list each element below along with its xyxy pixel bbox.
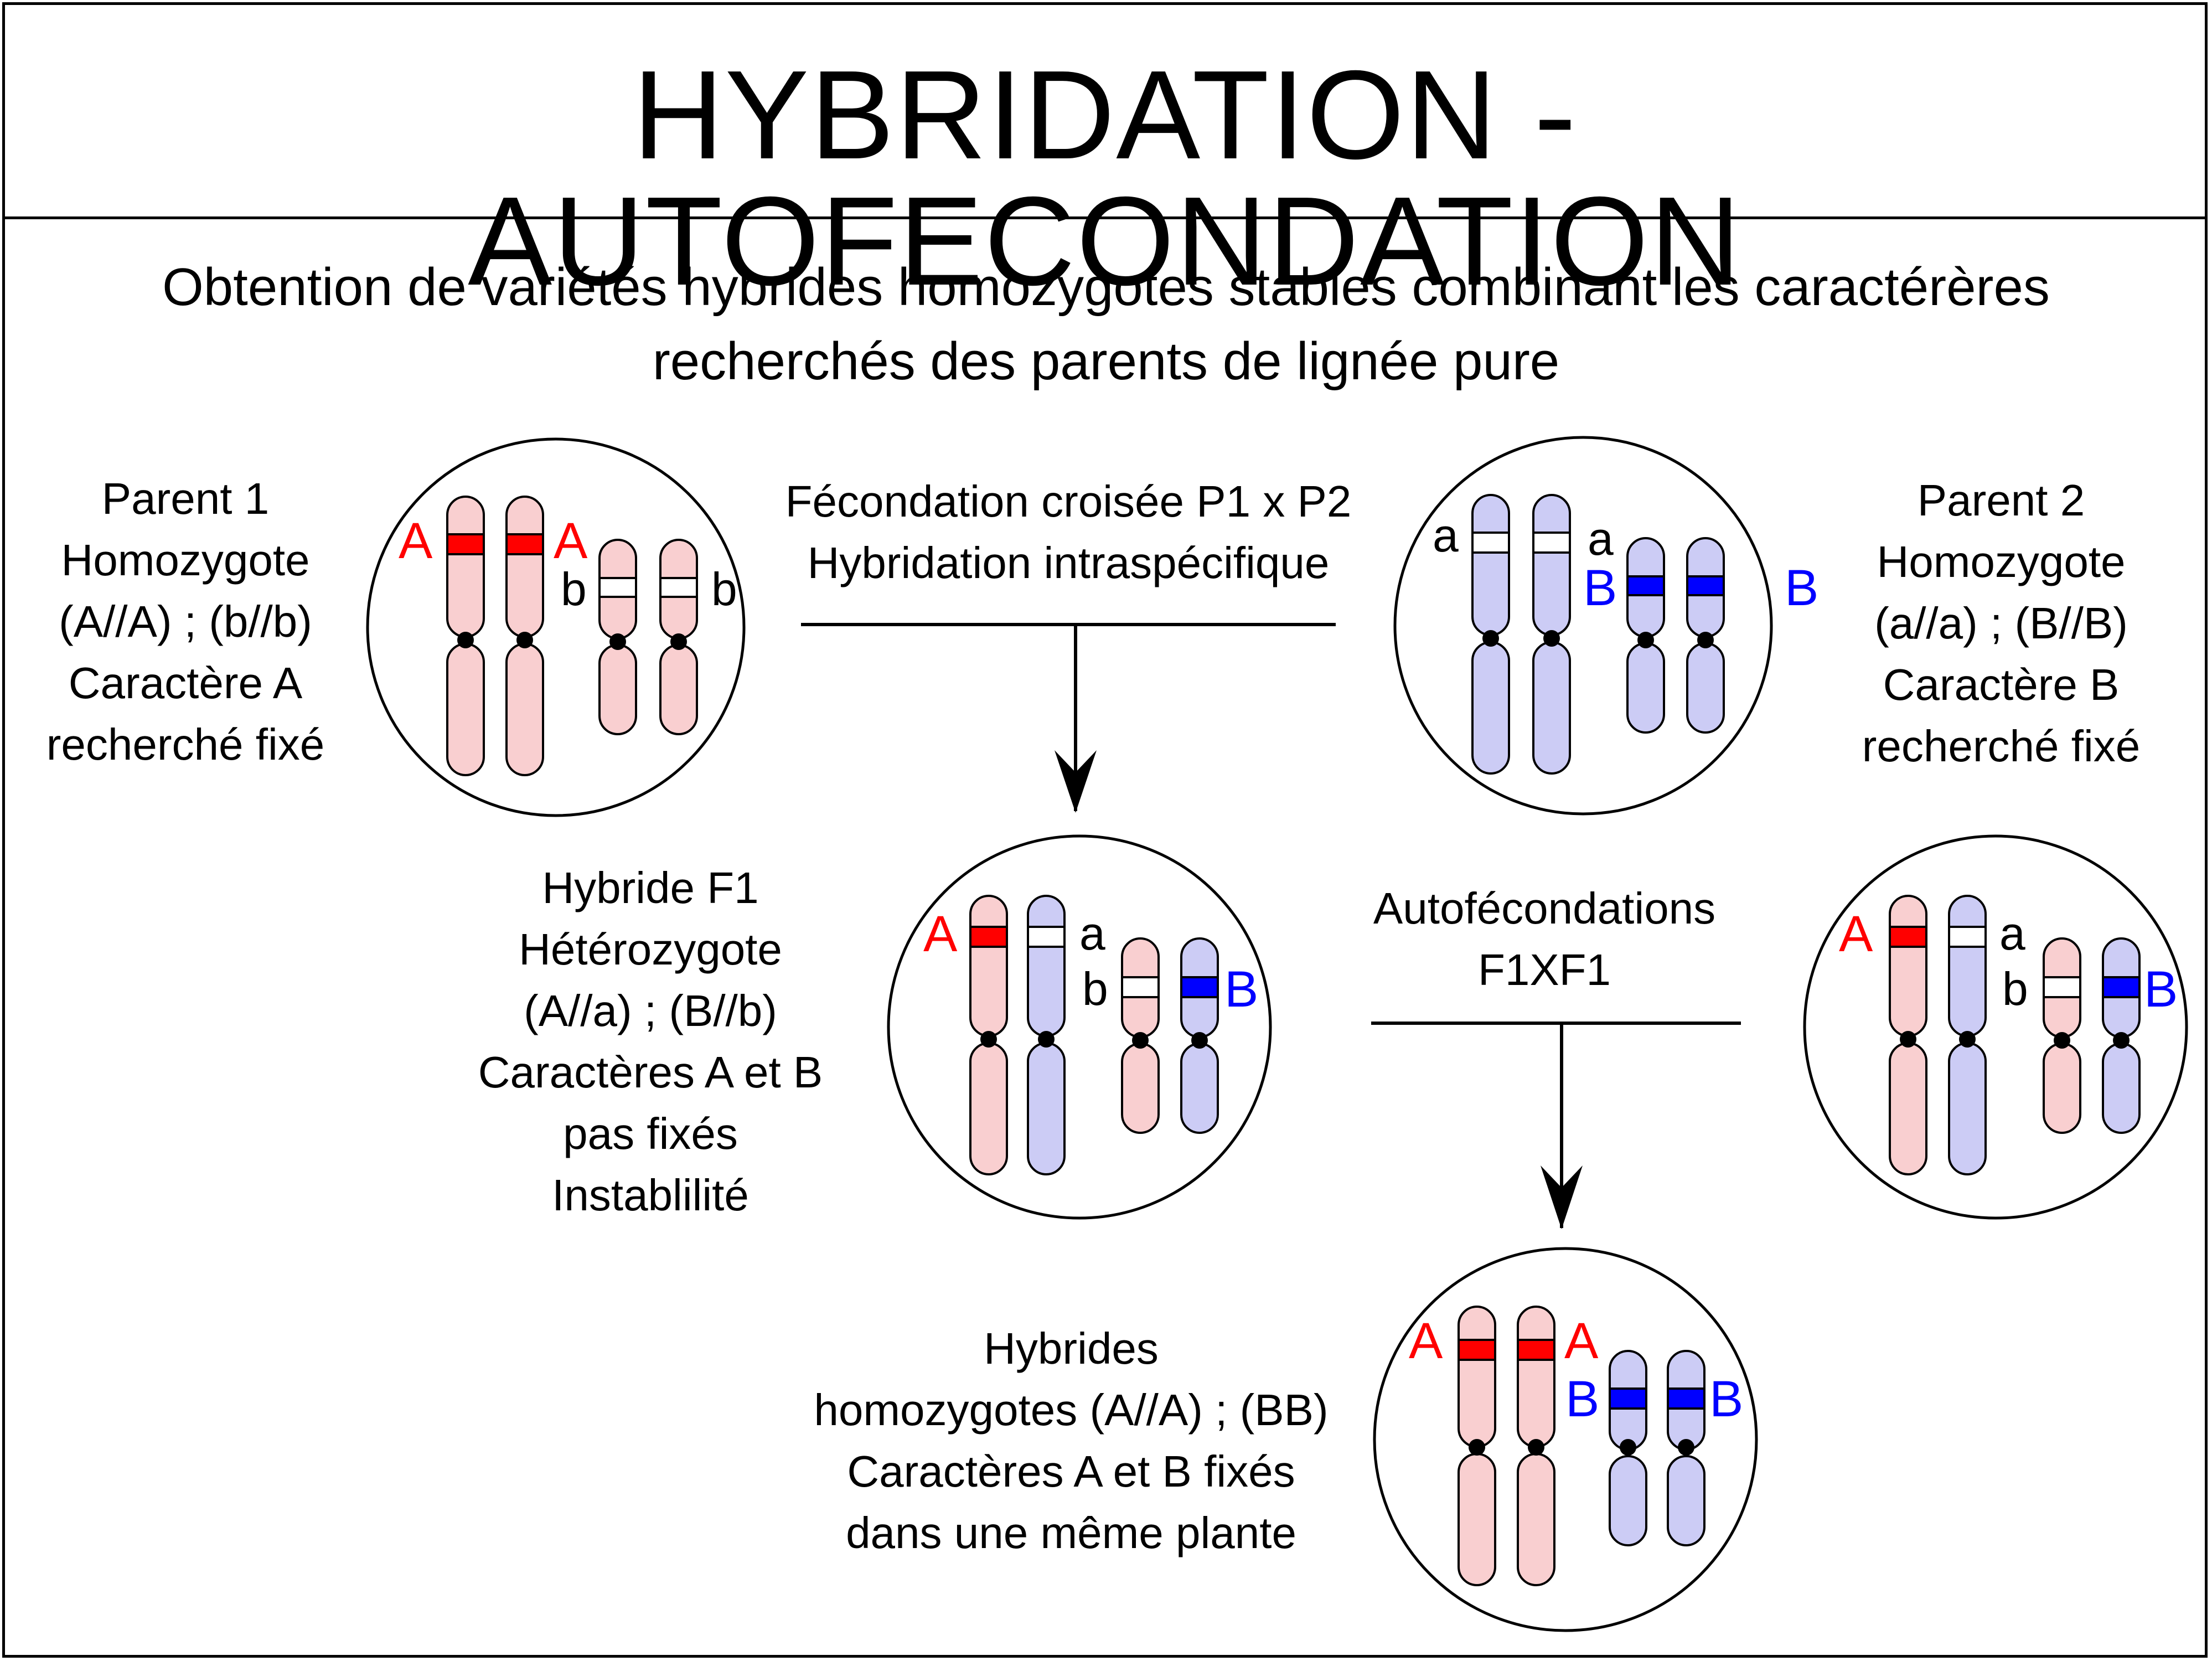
parent1-chromosome-2 (505, 496, 544, 776)
f1-copy-cell: A a b B (1803, 834, 2188, 1220)
hybrid-homozygous-allele-4: B (1709, 1371, 1743, 1427)
subtitle: Obtention de variétés hybrides homozygot… (44, 250, 2168, 399)
hybrid-f1-cell: A a b B (887, 834, 1272, 1220)
parent2-line-4: Caractère B (1883, 660, 2120, 709)
f1-copy-chromosome-3 (2043, 937, 2081, 1134)
hybrid-f1-line-3: (A//a) ; (B//b) (524, 986, 777, 1035)
parent1-label: Parent 1 Homozygote (A//A) ; (b//b) Cara… (17, 468, 354, 775)
cross-line-2: Hybridation intraspécifique (807, 538, 1330, 587)
parent2-chromosome-2 (1532, 494, 1571, 775)
hybrid-homozygous-chromosome-4 (1667, 1350, 1705, 1546)
hybrid-f1-line-6: Instablilité (552, 1170, 749, 1220)
parent2-chromosome-4 (1686, 537, 1725, 734)
parent1-allele-1: A (399, 513, 433, 569)
hybrid-homozygous-line-4: dans une même plante (846, 1508, 1296, 1557)
parent1-cell: A A b b (366, 437, 746, 817)
hybrid-f1-allele-2: a (1079, 907, 1105, 960)
parent1-allele-4: b (711, 563, 737, 615)
hybrid-f1-chromosome-1 (969, 895, 1008, 1175)
subtitle-line-2: recherchés des parents de lignée pure (652, 332, 1560, 391)
hybrid-homozygous-allele-2: A (1564, 1313, 1599, 1369)
parent2-line-5: recherché fixé (1862, 721, 2141, 771)
hybrid-f1-allele-1: A (923, 906, 958, 962)
parent2-chromosome-3 (1626, 537, 1665, 734)
parent1-line-2: Homozygote (61, 535, 310, 585)
parent2-cell: a a B B (1393, 436, 1818, 816)
hybrid-f1-chromosome-2 (1027, 895, 1066, 1175)
subtitle-line-1: Obtention de variétés hybrides homozygot… (162, 257, 2050, 317)
self-cross-line-2: F1XF1 (1477, 945, 1611, 994)
self-cross-line-1: Autofécondations (1373, 884, 1716, 933)
parent2-line-2: Homozygote (1877, 537, 2126, 586)
cross-line-1: Fécondation croisée P1 x P2 (785, 477, 1352, 526)
parent2-line-1: Parent 2 (1917, 476, 2085, 525)
hybrid-homozygous-line-1: Hybrides (984, 1324, 1159, 1373)
hybrid-f1-line-5: pas fixés (563, 1109, 738, 1158)
parent1-chromosome-4 (659, 539, 698, 735)
f1-copy-chromosome-1 (1889, 895, 1927, 1175)
hybrid-f1-chromosome-4 (1180, 937, 1219, 1134)
hybrid-homozygous-chromosome-3 (1609, 1350, 1647, 1546)
cross-label: Fécondation croisée P1 x P2 Hybridation … (736, 471, 1400, 594)
cross-arrowhead (1055, 750, 1097, 813)
parent2-allele-4: B (1785, 560, 1818, 616)
hybrid-homozygous-allele-3: B (1565, 1371, 1599, 1427)
parent1-line-1: Parent 1 (101, 474, 270, 523)
parent2-allele-2: a (1588, 513, 1614, 565)
parent1-allele-2: A (554, 513, 588, 569)
hybrid-f1-allele-4: B (1224, 961, 1258, 1018)
parent2-label: Parent 2 Homozygote (a//a) ; (B//B) Cara… (1832, 470, 2170, 777)
hybrid-homozygous-chromosome-2 (1517, 1306, 1555, 1586)
hybrid-f1-chromosome-3 (1121, 937, 1160, 1134)
self-cross-label: Autofécondations F1XF1 (1323, 878, 1766, 1000)
parent1-line-4: Caractère A (68, 658, 303, 708)
f1-copy-chromosome-2 (1948, 895, 1987, 1175)
hybrid-f1-label: Hybride F1 Hétérozygote (A//a) ; (B//b) … (437, 857, 864, 1226)
hybrid-f1-allele-3: b (1082, 963, 1108, 1015)
self-cross-arrowhead (1541, 1165, 1583, 1229)
parent1-line-5: recherché fixé (46, 720, 325, 769)
parent1-chromosome-3 (598, 539, 637, 735)
parent2-allele-3: B (1583, 560, 1617, 616)
parent2-allele-1: a (1433, 509, 1459, 561)
page-title: HYBRIDATION - AUTOFECONDATION (468, 45, 1742, 312)
f1-copy-allele-4: B (2144, 961, 2178, 1018)
hybrid-homozygous-cell: A A B B (1373, 1247, 1758, 1632)
hybrid-f1-line-1: Hybride F1 (542, 863, 759, 912)
parent2-line-3: (a//a) ; (B//B) (1874, 599, 2128, 648)
title-band: HYBRIDATION - AUTOFECONDATION (2, 2, 2208, 305)
hybrid-homozygous-label: Hybrides homozygotes (A//A) ; (BB) Carac… (764, 1318, 1378, 1564)
f1-copy-allele-2: a (1999, 907, 2025, 960)
f1-copy-chromosome-4 (2102, 937, 2141, 1134)
hybrid-f1-line-2: Hétérozygote (519, 925, 782, 974)
hybrid-homozygous-line-3: Caractères A et B fixés (847, 1447, 1295, 1496)
parent1-chromosome-1 (446, 496, 485, 776)
hybrid-homozygous-allele-1: A (1409, 1313, 1443, 1369)
f1-copy-allele-1: A (1839, 906, 1873, 962)
parent2-chromosome-1 (1471, 494, 1510, 775)
hybrid-homozygous-chromosome-1 (1458, 1306, 1496, 1586)
hybrid-f1-line-4: Caractères A et B (478, 1048, 823, 1097)
f1-copy-allele-3: b (2002, 963, 2028, 1015)
parent1-line-3: (A//A) ; (b//b) (59, 597, 312, 646)
hybrid-homozygous-line-2: homozygotes (A//A) ; (BB) (814, 1385, 1329, 1435)
parent1-allele-3: b (561, 563, 587, 615)
